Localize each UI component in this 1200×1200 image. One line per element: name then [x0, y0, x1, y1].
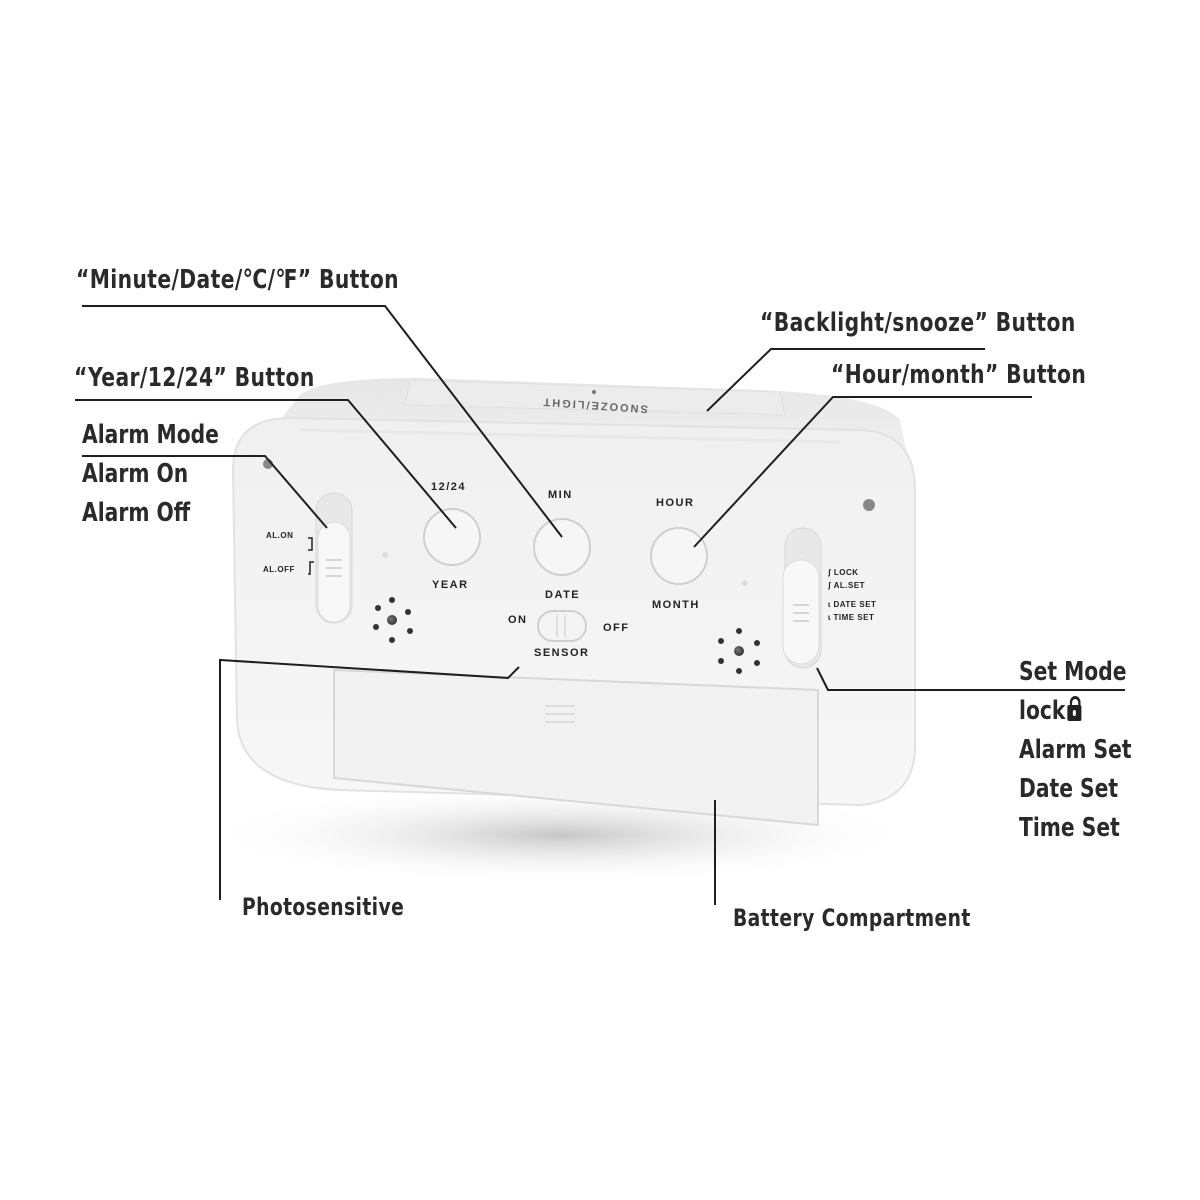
callout-battery: Battery Compartment	[733, 904, 971, 932]
lock-icon	[1067, 696, 1082, 721]
year-1224-button	[423, 508, 481, 566]
callout-alarm-mode-title: Alarm Mode	[82, 420, 219, 450]
hour-month-button	[650, 527, 708, 585]
callout-photosensitive: Photosensitive	[242, 893, 405, 921]
al-off-label: AL.OFF	[263, 565, 295, 574]
callout-backlight-snooze: “Backlight/snooze” Button	[760, 308, 1076, 338]
sensor-label: SENSOR	[534, 647, 590, 659]
sensor-switch	[537, 610, 587, 642]
mode-lock-label: ʃ LOCK	[828, 568, 859, 577]
sensor-on-label: ON	[508, 614, 528, 626]
alarm-switch-knob	[317, 521, 351, 623]
mode-timeset-label: ɩ TIME SET	[828, 613, 875, 622]
mode-dateset-label: ɩ DATE SET	[828, 600, 877, 609]
callout-date-set: Date Set	[1019, 774, 1119, 804]
callout-alarm-on: Alarm On	[82, 459, 189, 489]
snooze-light-button	[404, 379, 786, 416]
btn-min-bottom-label: DATE	[545, 589, 581, 601]
leader-lines	[75, 305, 1125, 905]
callout-year-1224: “Year/12/24” Button	[74, 363, 315, 393]
speaker-grille-right	[718, 628, 760, 674]
callout-hour-month: “Hour/month” Button	[831, 360, 1087, 390]
callout-set-lock: lock	[1019, 696, 1082, 724]
btn-1224-top-label: 12/24	[431, 481, 467, 493]
callout-alarm-set: Alarm Set	[1019, 735, 1132, 765]
callout-minute-date-temp: “Minute/Date/℃/℉” Button	[76, 265, 399, 295]
btn-1224-bottom-label: YEAR	[432, 579, 469, 591]
al-on-label: AL.ON	[266, 531, 294, 540]
mode-alset-label: ʃ AL.SET	[828, 581, 866, 590]
sensor-off-label: OFF	[603, 622, 630, 634]
callout-set-mode-title: Set Mode	[1019, 657, 1127, 687]
mode-switch-labels: ʃ LOCK ʃ AL.SET ɩ DATE SET ɩ TIME SET	[828, 566, 876, 624]
speaker-grille-left	[373, 597, 413, 643]
btn-min-top-label: MIN	[548, 489, 573, 501]
callout-time-set: Time Set	[1019, 813, 1120, 843]
callout-alarm-off: Alarm Off	[82, 498, 191, 528]
min-date-button	[533, 518, 591, 576]
battery-compartment	[333, 668, 819, 827]
btn-hour-top-label: HOUR	[656, 497, 695, 509]
btn-hour-bottom-label: MONTH	[652, 599, 700, 611]
mount-hole-right	[863, 499, 875, 511]
